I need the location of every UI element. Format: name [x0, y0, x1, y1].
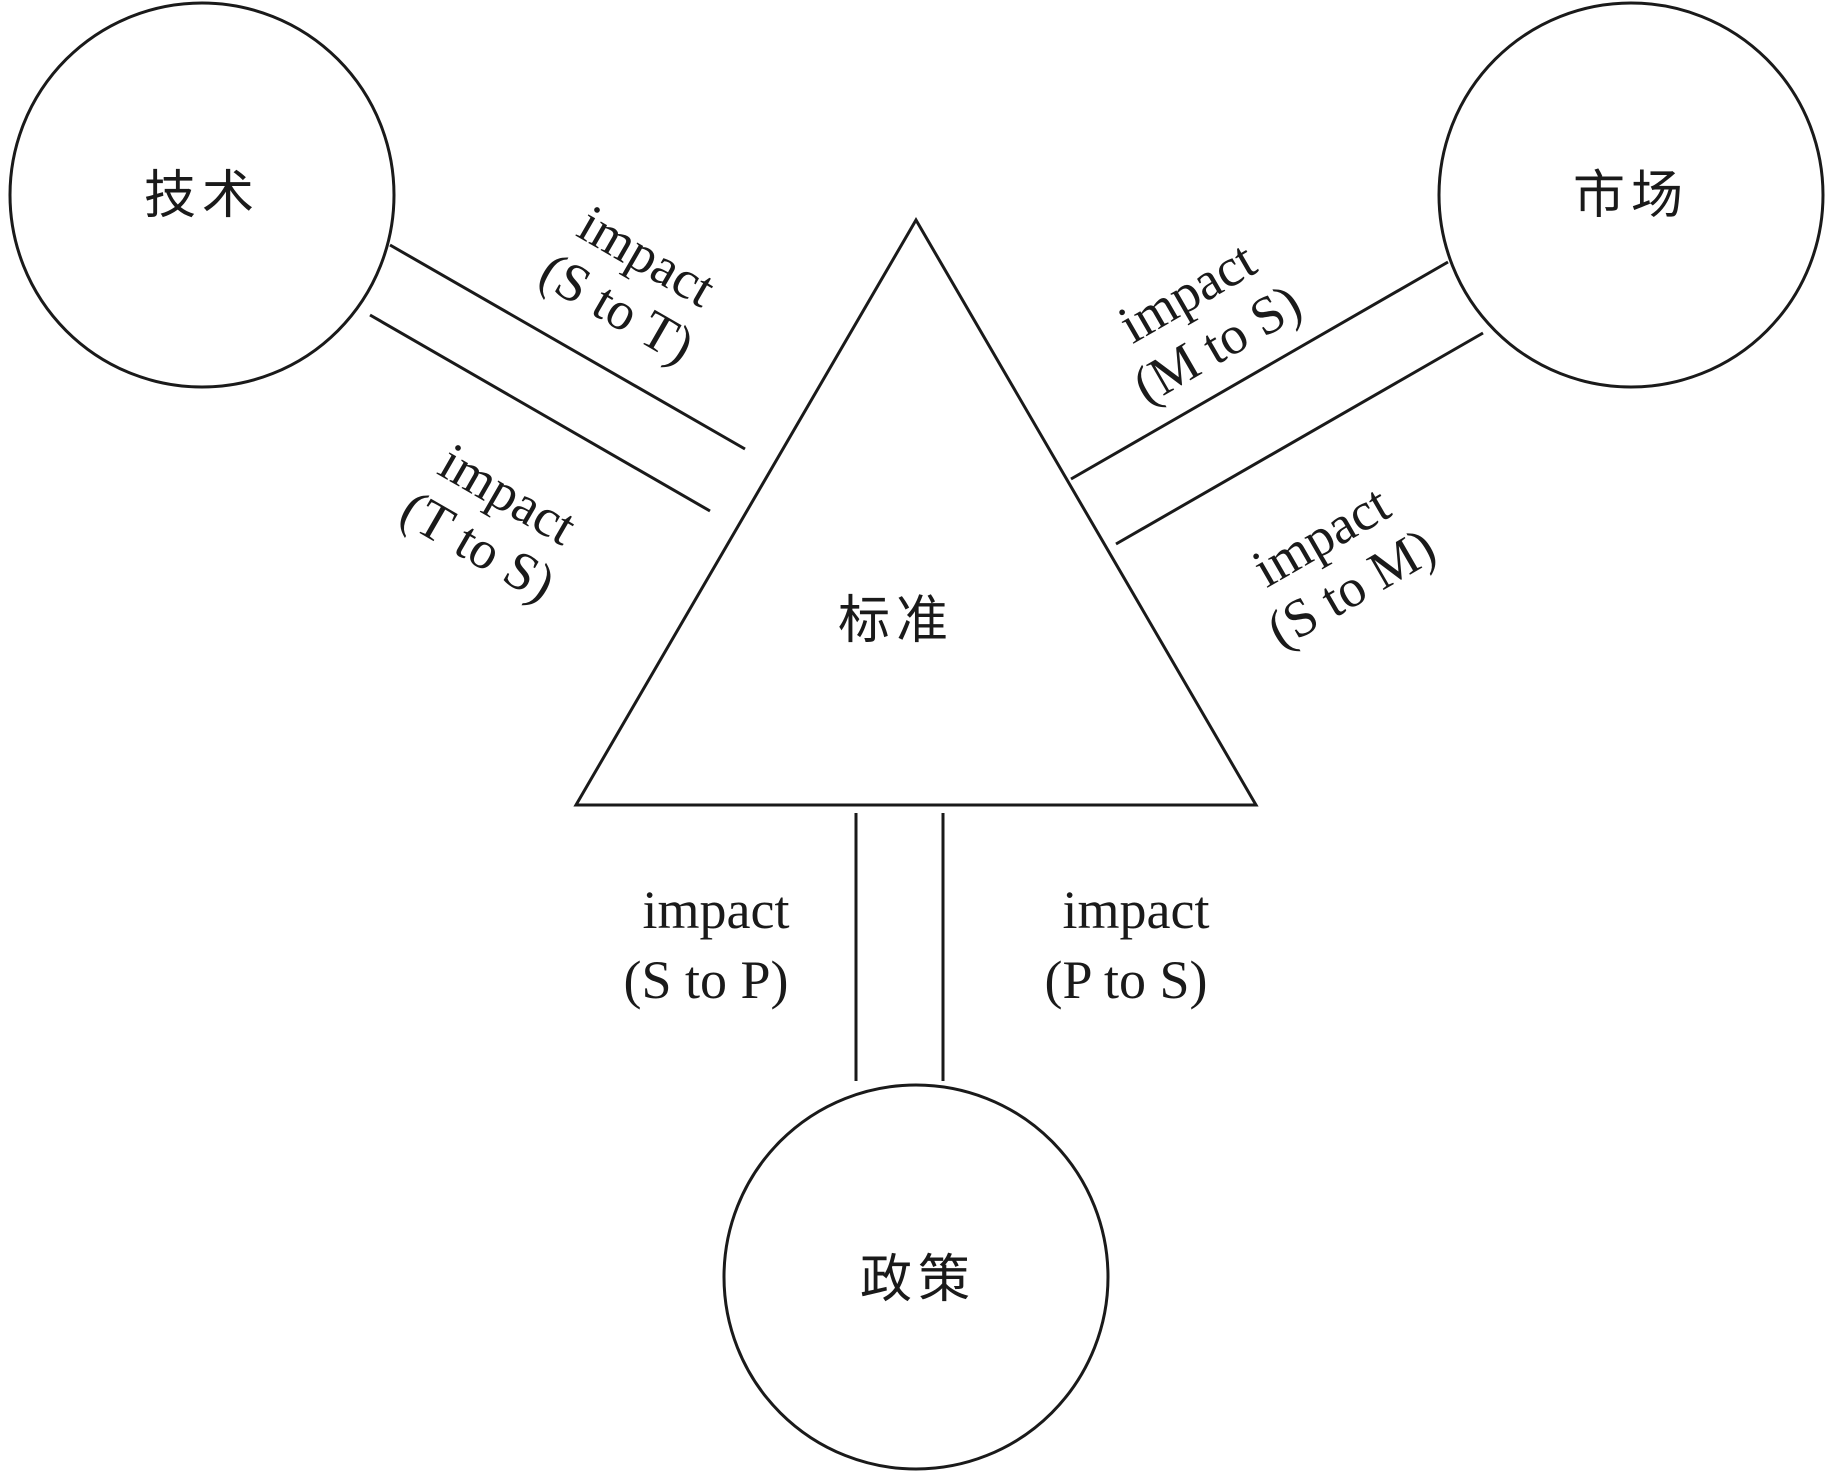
node-policy: 政策: [722, 1083, 1110, 1471]
market-label: 市场: [1573, 166, 1689, 226]
edge-label-t-to-s: impact (T to S): [391, 431, 587, 613]
edge-label-m-to-s: impact (M to S): [1108, 229, 1311, 415]
edge-label-p-to-s: impact (P to S): [1044, 880, 1209, 1010]
connector-t-to-s: [369, 313, 711, 513]
edge-label-s-to-m: impact (S to M): [1242, 473, 1445, 659]
market-circle: [1437, 1, 1825, 389]
standard-triangle: [573, 217, 1259, 807]
node-market: 市场: [1437, 1, 1825, 389]
connector-s-to-t: [389, 243, 746, 451]
policy-label: 政策: [860, 1250, 976, 1310]
node-technology: 技术: [8, 1, 396, 389]
standard-label: 标准: [838, 591, 954, 651]
edge-label-p-to-s-line2: (P to S): [1044, 950, 1207, 1010]
technology-label: 技术: [144, 166, 260, 226]
connector-m-to-s: [1070, 260, 1449, 481]
edge-label-p-to-s-line1: impact: [1063, 880, 1210, 940]
edge-label-s-to-p-line1: impact: [643, 880, 790, 940]
edge-label-s-to-t: impact (S to T): [530, 193, 726, 375]
policy-circle: [722, 1083, 1110, 1471]
connector-s-to-m: [1115, 331, 1484, 546]
node-standard: 标准: [573, 217, 1259, 807]
technology-circle: [8, 1, 396, 389]
edge-label-s-to-p-line2: (S to P): [623, 950, 788, 1010]
edge-label-s-to-p: impact (S to P): [623, 880, 789, 1010]
